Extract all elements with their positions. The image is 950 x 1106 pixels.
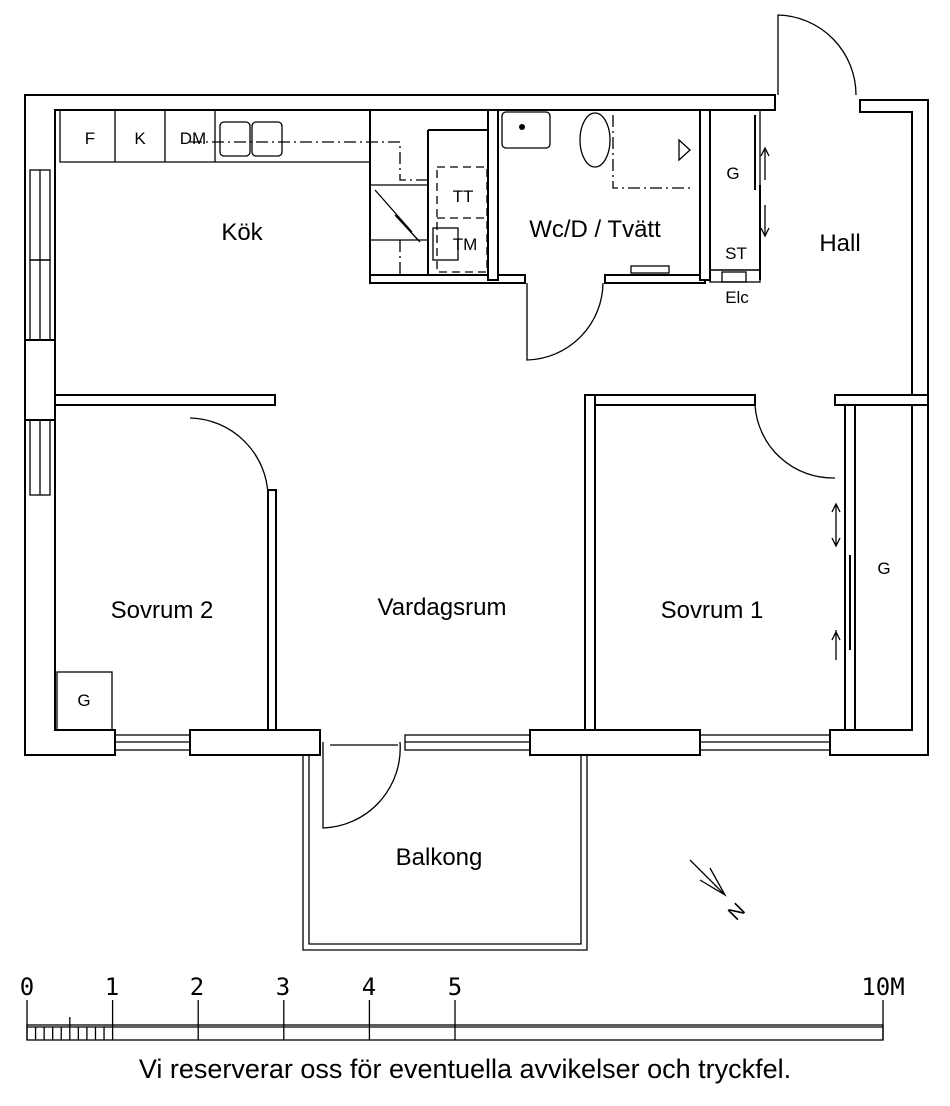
bedroom1-wardrobe-label: G [877, 559, 890, 578]
fridge-label: F [85, 129, 95, 148]
scale-label-5: 5 [448, 973, 462, 1001]
exterior-walls [24, 94, 929, 756]
scale-label-2: 2 [190, 973, 204, 1001]
hall-wardrobe-label: G [726, 164, 739, 183]
kitchen-counter [59, 110, 428, 275]
compass-label: N [724, 899, 750, 925]
dryer-label: TT [453, 187, 474, 206]
room-kitchen: Kök [221, 219, 263, 246]
disclaimer: Vi reserverar oss för eventuella avvikel… [139, 1054, 791, 1084]
room-bathroom: Wc/D / Tvätt [529, 216, 661, 243]
storage-label: ST [725, 244, 747, 263]
room-living: Vardagsrum [378, 594, 507, 621]
scale-label-10: 10M [861, 973, 904, 1001]
windows [29, 169, 831, 751]
doors [189, 14, 857, 829]
scale-label-0: 0 [20, 973, 34, 1001]
wardrobe-bedroom-2 [56, 671, 113, 731]
interior-walls [54, 109, 929, 731]
dishwasher-label: DM [180, 129, 206, 148]
bathroom-fixtures [432, 111, 691, 274]
washer-label: TM [453, 235, 478, 254]
room-bedroom-1: Sovrum 1 [661, 597, 764, 624]
balcony-outline [302, 755, 588, 951]
scale-label-4: 4 [362, 973, 376, 1001]
scale-label-3: 3 [276, 973, 290, 1001]
scale-bar: 0 1 2 3 4 5 10M [20, 973, 905, 1041]
bedroom2-wardrobe-label: G [77, 691, 90, 710]
room-balcony: Balkong [396, 844, 483, 871]
room-bedroom-2: Sovrum 2 [111, 597, 214, 624]
room-hall: Hall [819, 230, 860, 257]
north-arrow-icon: N [689, 859, 750, 925]
scale-label-1: 1 [105, 973, 119, 1001]
freezer-label: K [134, 129, 146, 148]
electrical-label: Elc [725, 288, 749, 307]
